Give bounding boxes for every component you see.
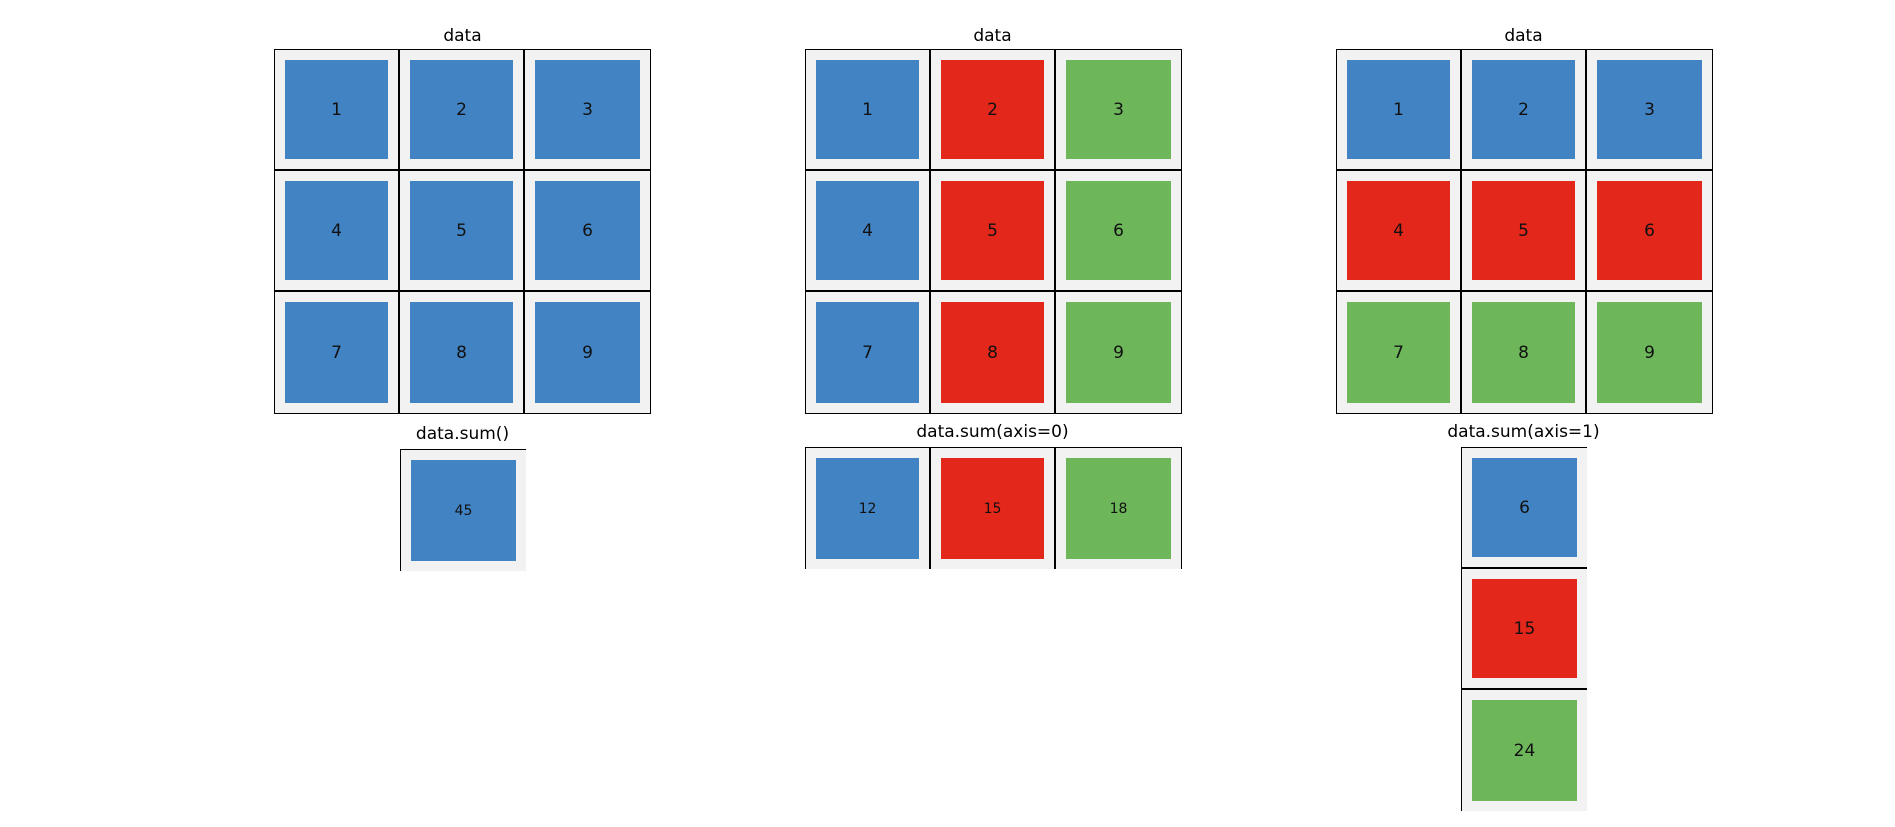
sum-result-cell: 15 [931,448,1056,569]
panel-3-title: data [1504,26,1543,46]
array-cell: 9 [525,292,650,413]
array-value: 3 [1597,60,1702,159]
array-value: 3 [535,60,640,159]
array-value: 2 [941,60,1044,159]
sum-result-cell: 6 [1462,448,1587,569]
array-cell: 8 [1462,292,1587,413]
array-value: 4 [816,181,919,280]
panel-3-result-grid: 6 15 24 [1461,447,1587,811]
sum-value: 24 [1472,700,1577,801]
array-cell: 1 [1337,50,1462,171]
array-value: 2 [410,60,513,159]
panel-1-result-label: data.sum() [415,424,510,444]
array-cell: 8 [931,292,1056,413]
array-cell: 6 [1587,171,1712,292]
array-cell: 4 [275,171,400,292]
array-cell: 7 [1337,292,1462,413]
sum-result-cell: 45 [401,450,526,571]
array-cell: 3 [525,50,650,171]
array-value: 8 [941,302,1044,403]
array-value: 6 [535,181,640,280]
sum-result-cell: 24 [1462,690,1587,811]
array-cell: 4 [806,171,931,292]
array-value: 7 [1347,302,1450,403]
sum-value: 18 [1066,458,1171,559]
array-value: 8 [410,302,513,403]
sum-value: 6 [1472,458,1577,557]
sum-result-cell: 18 [1056,448,1181,569]
array-cell: 9 [1056,292,1181,413]
array-cell: 4 [1337,171,1462,292]
array-value: 3 [1066,60,1171,159]
sum-value: 45 [411,460,516,561]
array-cell: 6 [1056,171,1181,292]
array-value: 6 [1597,181,1702,280]
array-cell: 3 [1056,50,1181,171]
array-value: 5 [941,181,1044,280]
array-value: 1 [285,60,388,159]
sum-result-cell: 15 [1462,569,1587,690]
array-cell: 7 [275,292,400,413]
array-value: 9 [535,302,640,403]
array-cell: 5 [931,171,1056,292]
sum-value: 15 [941,458,1044,559]
array-cell: 2 [1462,50,1587,171]
array-cell: 2 [400,50,525,171]
sum-value: 15 [1472,579,1577,678]
array-value: 9 [1597,302,1702,403]
panel-2-title: data [973,26,1012,46]
array-value: 5 [410,181,513,280]
array-value: 5 [1472,181,1575,280]
array-cell: 1 [806,50,931,171]
array-value: 6 [1066,181,1171,280]
array-cell: 9 [1587,292,1712,413]
array-cell: 3 [1587,50,1712,171]
array-value: 7 [816,302,919,403]
array-value: 1 [816,60,919,159]
array-value: 4 [285,181,388,280]
array-cell: 1 [275,50,400,171]
array-cell: 8 [400,292,525,413]
panel-2-result-label: data.sum(axis=0) [916,422,1069,442]
panel-1-title: data [443,26,482,46]
sum-result-cell: 12 [806,448,931,569]
array-cell: 6 [525,171,650,292]
array-cell: 5 [400,171,525,292]
panel-3-result-label: data.sum(axis=1) [1447,422,1600,442]
array-cell: 5 [1462,171,1587,292]
array-cell: 2 [931,50,1056,171]
array-value: 1 [1347,60,1450,159]
array-value: 2 [1472,60,1575,159]
array-value: 9 [1066,302,1171,403]
sum-value: 12 [816,458,919,559]
array-cell: 7 [806,292,931,413]
panel-1-result-grid: 45 [400,449,526,571]
array-value: 8 [1472,302,1575,403]
array-value: 4 [1347,181,1450,280]
array-value: 7 [285,302,388,403]
